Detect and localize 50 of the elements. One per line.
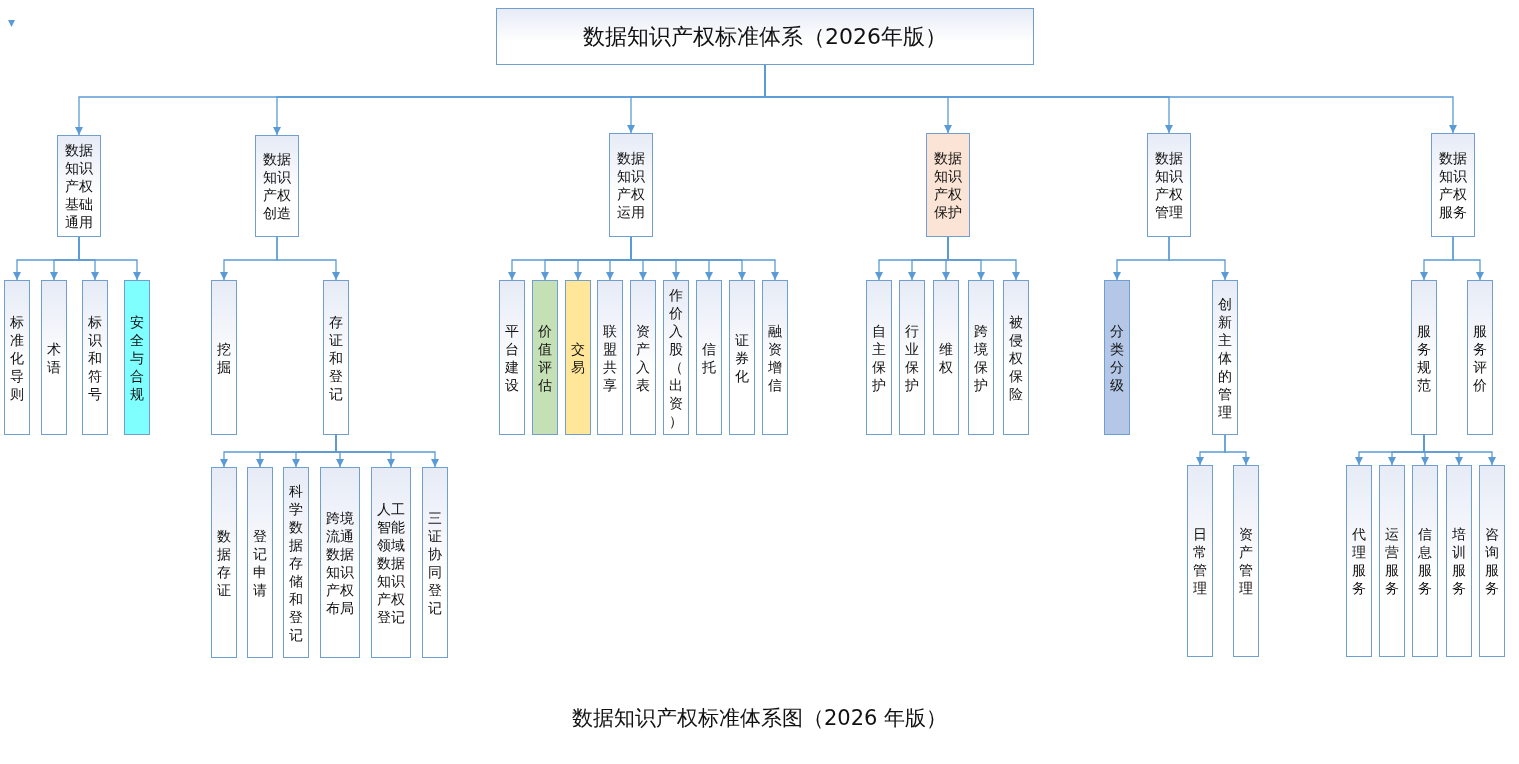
title-box: 数据知识产权标准体系（2026年版） (496, 8, 1034, 65)
arrow (947, 236, 1020, 281)
item-box: 挖掘 (211, 280, 237, 435)
item-box: 作价入股（出资） (663, 280, 689, 435)
item-box: 价值评估 (532, 280, 558, 435)
item-box: 人工智能领域数据知识产权登记 (371, 467, 411, 658)
item-box: 跨境流通数据知识产权布局 (320, 467, 360, 658)
arrow (1452, 236, 1484, 281)
item-box: 融资增信 (762, 280, 788, 435)
item-box: 培训服务 (1446, 465, 1472, 657)
item-box: 跨境保护 (968, 280, 994, 435)
item-box: 安全与合规 (124, 280, 150, 435)
item-box: 日常管理 (1187, 465, 1213, 657)
item-box: 科学数据存储和登记 (283, 467, 309, 658)
item-box: 信托 (696, 280, 722, 435)
item-box: 标识和符号 (82, 280, 108, 435)
item-box: 资产入表 (630, 280, 656, 435)
item-box: 数据存证 (211, 467, 237, 658)
item-box: 创新主体的管理 (1212, 280, 1238, 435)
category-box: 数据知识产权基础通用 (57, 135, 101, 237)
item-box: 服务规范 (1411, 280, 1437, 435)
item-box: 行业保护 (899, 280, 925, 435)
item-box: 交易 (565, 280, 591, 435)
item-box: 咨询服务 (1479, 465, 1505, 657)
category-box: 数据知识产权管理 (1147, 133, 1191, 237)
category-box: 数据知识产权保护 (926, 133, 970, 237)
caption: 数据知识产权标准体系图（2026 年版） (570, 705, 949, 732)
category-box: 数据知识产权运用 (609, 133, 653, 237)
item-box: 服务评价 (1467, 280, 1493, 435)
item-box: 联盟共享 (597, 280, 623, 435)
item-box: 平台建设 (499, 280, 525, 435)
category-box: 数据知识产权创造 (255, 135, 299, 237)
arrow (1224, 434, 1250, 466)
item-box: 证券化 (729, 280, 755, 435)
item-box: 存证和登记 (323, 280, 349, 435)
item-box: 代理服务 (1346, 465, 1372, 657)
item-box: 标准化导则 (4, 280, 30, 435)
item-box: 信息服务 (1412, 465, 1438, 657)
item-box: 分类分级 (1104, 280, 1130, 435)
item-box: 登记申请 (247, 467, 273, 658)
item-box: 运营服务 (1379, 465, 1405, 657)
item-box: 术语 (41, 280, 67, 435)
category-box: 数据知识产权服务 (1431, 133, 1475, 237)
item-box: 资产管理 (1233, 465, 1259, 657)
item-box: 被侵权保险 (1003, 280, 1029, 435)
arrow (276, 236, 340, 281)
item-box: 自主保护 (866, 280, 892, 435)
item-box: 三证协同登记 (422, 467, 448, 658)
item-box: 维权 (933, 280, 959, 435)
arrow (1168, 236, 1229, 281)
